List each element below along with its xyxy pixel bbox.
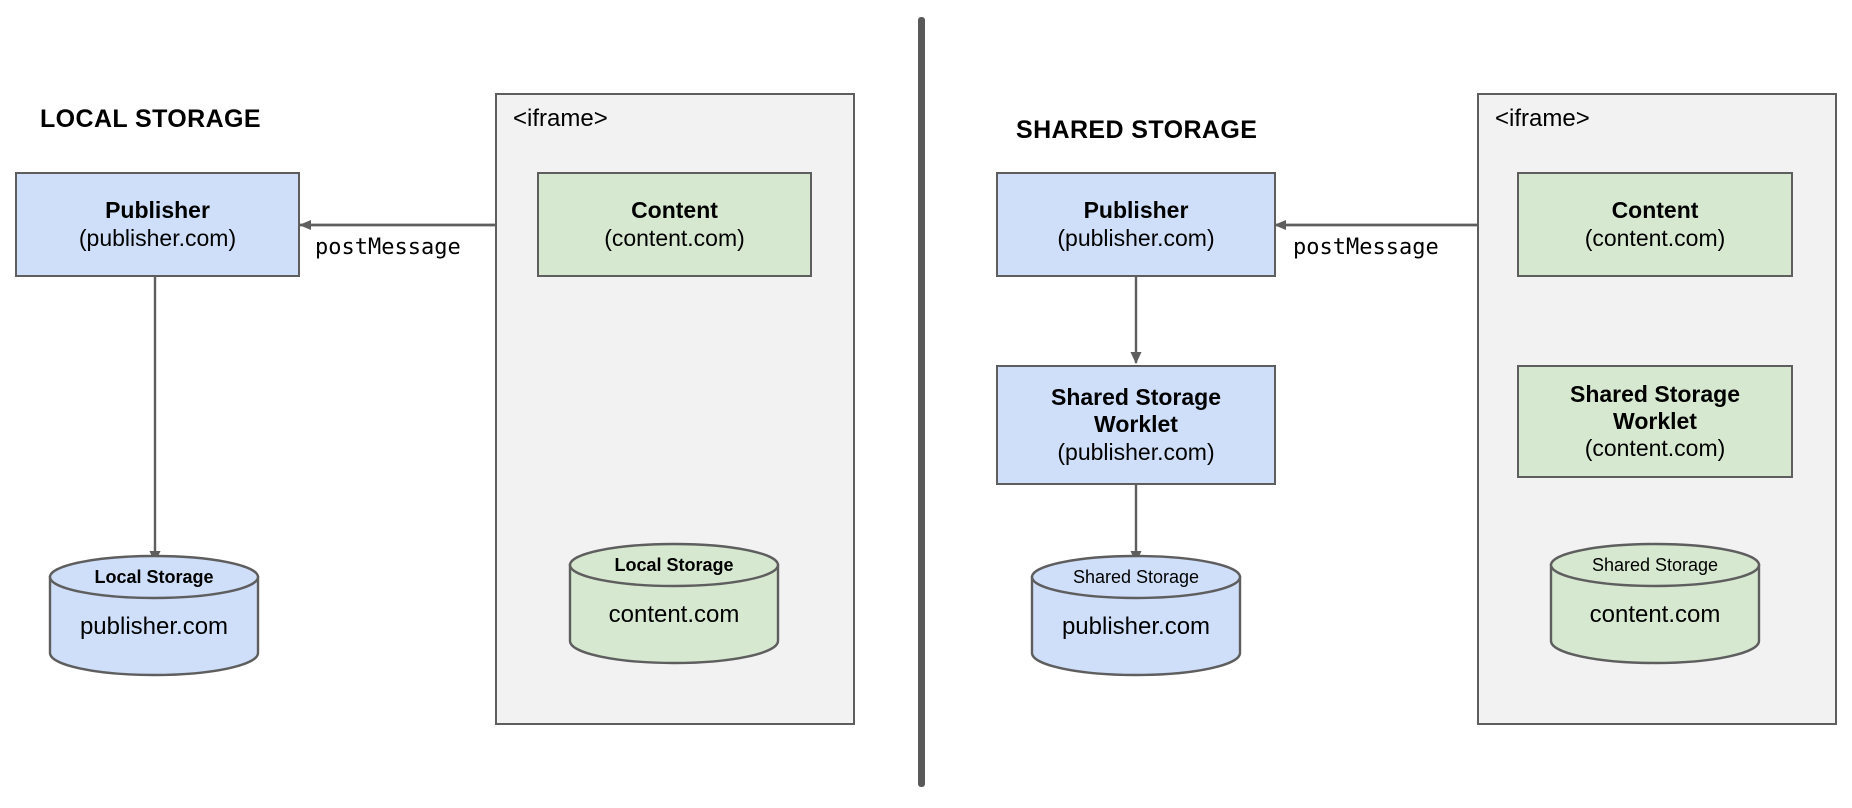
right-publisher-node[interactable]: Publisher (publisher.com)	[996, 172, 1276, 277]
cylinder-shape	[48, 554, 260, 677]
right-publisher-worklet-node[interactable]: Shared Storage Worklet (publisher.com)	[996, 365, 1276, 485]
right-content-worklet-node[interactable]: Shared Storage Worklet (content.com)	[1517, 365, 1793, 478]
right-content-worklet-line2: Worklet	[1613, 407, 1697, 434]
left-panel-title: LOCAL STORAGE	[40, 105, 261, 133]
right-panel-title: SHARED STORAGE	[1016, 116, 1258, 144]
left-publisher-origin: (publisher.com)	[78, 224, 237, 251]
cylinder-shape	[1549, 542, 1761, 665]
right-publisher-worklet-line2: Worklet	[1094, 411, 1178, 438]
right-content-node[interactable]: Content (content.com)	[1517, 172, 1793, 277]
right-publisher-origin: (publisher.com)	[1057, 224, 1215, 251]
right-content-title: Content	[1611, 197, 1699, 224]
left-postmessage-label: postMessage	[315, 235, 461, 260]
left-content-title: Content	[631, 197, 718, 224]
right-publisher-title: Publisher	[1083, 197, 1189, 224]
right-content-worklet-origin: (content.com)	[1584, 435, 1726, 462]
cylinder-shape	[568, 542, 780, 665]
left-publisher-storage-origin: publisher.com	[79, 613, 229, 640]
right-publisher-worklet-line1: Shared Storage	[1051, 384, 1221, 411]
left-publisher-title: Publisher	[105, 197, 210, 224]
left-publisher-node[interactable]: Publisher (publisher.com)	[15, 172, 300, 277]
right-content-storage-cylinder[interactable]: Shared Storage content.com	[1549, 542, 1761, 665]
right-publisher-storage-type: Shared Storage	[1072, 567, 1200, 587]
left-iframe-label: <iframe>	[513, 105, 608, 132]
right-iframe-label: <iframe>	[1495, 105, 1590, 132]
right-content-worklet-line1: Shared Storage	[1570, 380, 1740, 407]
right-postmessage-label: postMessage	[1293, 235, 1439, 260]
left-content-storage-type: Local Storage	[614, 555, 734, 575]
right-publisher-storage-origin: publisher.com	[1061, 613, 1211, 640]
left-content-storage-cylinder[interactable]: Local Storage content.com	[568, 542, 780, 665]
left-publisher-storage-type: Local Storage	[94, 567, 214, 587]
right-publisher-worklet-origin: (publisher.com)	[1057, 438, 1215, 465]
right-content-origin: (content.com)	[1584, 224, 1726, 251]
left-content-node[interactable]: Content (content.com)	[537, 172, 812, 277]
cylinder-shape	[1030, 554, 1242, 677]
left-publisher-storage-cylinder[interactable]: Local Storage publisher.com	[48, 554, 260, 677]
panel-divider	[918, 17, 925, 787]
left-content-origin: (content.com)	[604, 224, 745, 251]
right-content-storage-type: Shared Storage	[1591, 555, 1719, 575]
left-content-storage-origin: content.com	[608, 601, 740, 628]
right-content-storage-origin: content.com	[1589, 601, 1721, 628]
right-publisher-storage-cylinder[interactable]: Shared Storage publisher.com	[1030, 554, 1242, 677]
